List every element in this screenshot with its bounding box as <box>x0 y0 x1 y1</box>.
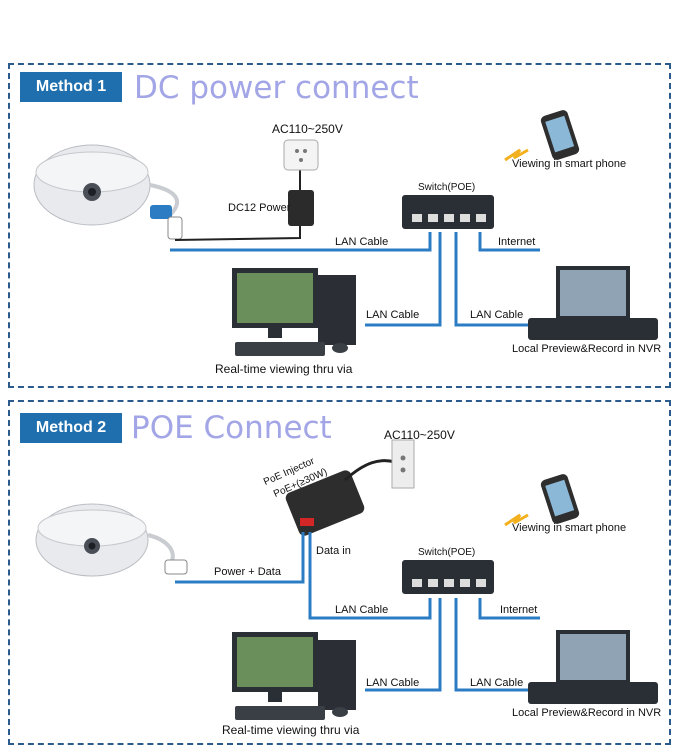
phone-label-2: Viewing in smart phone <box>512 522 627 534</box>
wall-outlet-icon <box>283 139 319 171</box>
dc-power-label: DC12 Power <box>228 202 291 214</box>
lightning-icon <box>504 148 529 162</box>
ac-voltage-label-2: AC110~250V <box>384 428 455 442</box>
power-data-label: Power + Data <box>214 566 281 578</box>
desktop-pc-icon <box>232 268 356 356</box>
smartphone-icon-2 <box>540 474 580 524</box>
power-adapter-icon <box>288 170 314 226</box>
switch-label-2: Switch(POE) <box>418 547 476 558</box>
phone-label: Viewing in smart phone <box>512 158 627 170</box>
nvr-label: Local Preview&Record in NVR <box>512 343 662 355</box>
internet-label: Internet <box>498 236 536 248</box>
method1-tag: Method 1 <box>20 72 122 102</box>
nvr-label-2: Local Preview&Record in NVR <box>512 707 662 719</box>
method1-title: DC power connect <box>134 70 419 106</box>
lan-cable-label-nvr: LAN Cable <box>470 309 524 321</box>
lightning-icon-2 <box>504 513 529 527</box>
method2-title: POE Connect <box>131 410 332 446</box>
poe-switch-icon-2 <box>402 560 494 594</box>
poe-switch-icon <box>402 195 494 229</box>
poe-injector-icon <box>285 470 365 536</box>
dome-camera-icon-2 <box>35 503 149 577</box>
switch-label: Switch(POE) <box>418 182 476 193</box>
desktop-pc-icon-2 <box>232 632 356 720</box>
lan-cable-label-pc: LAN Cable <box>366 309 420 321</box>
method2-tag: Method 2 <box>20 413 122 443</box>
method1-panel <box>8 63 671 388</box>
lan-cable-label-top: LAN Cable <box>335 236 389 248</box>
nvr-recorder-icon-2 <box>528 630 658 704</box>
wall-outlet-icon-2 <box>391 439 415 489</box>
lan-cable-label-nvr-2: LAN Cable <box>470 677 524 689</box>
nvr-recorder-icon <box>528 266 658 340</box>
data-in-label: Data in <box>316 545 351 557</box>
smartphone-icon <box>540 110 580 160</box>
dome-camera-icon <box>33 144 151 226</box>
lan-cable-label-pc-2: LAN Cable <box>366 677 420 689</box>
pc-label-2: Real-time viewing thru via <box>222 723 360 737</box>
rj45-plug-icon <box>150 205 172 219</box>
lan-cable-label-top-2: LAN Cable <box>335 604 389 616</box>
method2-panel <box>8 400 671 745</box>
pc-label: Real-time viewing thru via <box>215 362 353 376</box>
ac-voltage-label: AC110~250V <box>272 122 343 136</box>
internet-label-2: Internet <box>500 604 538 616</box>
